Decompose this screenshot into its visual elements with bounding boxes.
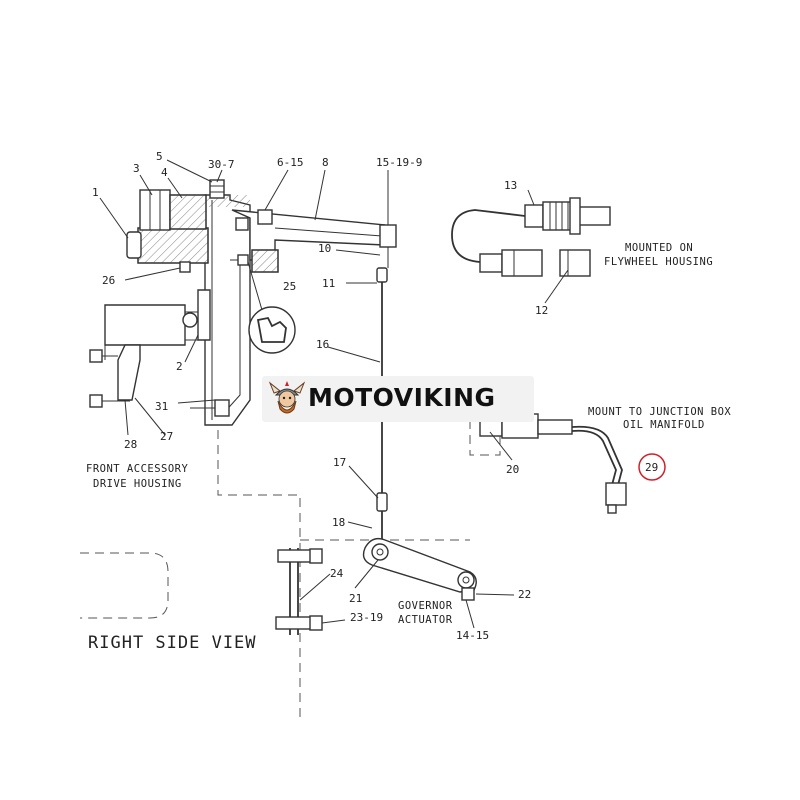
callout-31: 31: [155, 400, 168, 413]
governor-linkage: [275, 537, 477, 635]
callout-11: 11: [322, 277, 335, 290]
callout-26: 26: [102, 274, 115, 287]
callout-13: 13: [504, 179, 517, 192]
callout-labels: 1 2 3 4 5 30-7 6-15 8 15-19-9 10 11 13 1…: [92, 150, 658, 642]
view-title: RIGHT SIDE VIEW: [88, 633, 257, 653]
callout-14-15: 14-15: [456, 629, 489, 642]
highlight-circle: [638, 453, 666, 481]
callout-18: 18: [332, 516, 345, 529]
caption-front-accessory: FRONT ACCESSORY: [86, 463, 189, 475]
callout-21: 21: [349, 592, 362, 605]
callout-22: 22: [518, 588, 531, 601]
watermark-banner: MOTOVIKING: [262, 376, 534, 422]
caption-mount-junction: MOUNT TO JUNCTION BOX: [588, 406, 731, 418]
leader-lines: [99, 159, 569, 629]
caption-governor: GOVERNOR: [398, 600, 453, 612]
callout-5: 5: [156, 150, 163, 163]
lever-arm: [231, 209, 397, 273]
callout-4: 4: [161, 166, 168, 179]
housing-outline: [80, 430, 470, 720]
callout-12: 12: [535, 304, 548, 317]
viking-mascot-icon: [268, 379, 306, 419]
callout-16: 16: [316, 338, 329, 351]
caption-flywheel-housing: FLYWHEEL HOUSING: [604, 256, 713, 268]
callout-10: 10: [318, 242, 331, 255]
captions: MOUNTED ON FLYWHEEL HOUSING MOUNT TO JUN…: [86, 242, 731, 653]
callout-6-15: 6-15: [277, 156, 304, 169]
watermark-text: MOTOVIKING: [308, 383, 496, 412]
callout-8: 8: [322, 156, 329, 169]
callout-17: 17: [333, 456, 346, 469]
callout-28: 28: [124, 438, 137, 451]
callout-27: 27: [160, 430, 173, 443]
callout-2: 2: [176, 360, 183, 373]
callout-3: 3: [133, 162, 140, 175]
callout-20: 20: [506, 463, 519, 476]
callout-23-19: 23-19: [350, 611, 383, 624]
junction-sensor: [469, 413, 627, 514]
detail-circle: [247, 261, 296, 354]
caption-drive-housing: DRIVE HOUSING: [93, 478, 182, 490]
callout-24: 24: [330, 567, 344, 580]
caption-oil-manifold: OIL MANIFOLD: [623, 419, 705, 431]
caption-mounted-on: MOUNTED ON: [625, 242, 693, 254]
caption-actuator: ACTUATOR: [398, 614, 453, 626]
callout-25: 25: [283, 280, 296, 293]
callout-30-7: 30-7: [208, 158, 235, 171]
callout-29: 29: [645, 461, 658, 474]
callout-1: 1: [92, 186, 99, 199]
speed-sensor: [451, 197, 611, 277]
callout-15-19-9: 15-19-9: [376, 156, 422, 169]
drive-housing-assembly: [89, 179, 251, 426]
